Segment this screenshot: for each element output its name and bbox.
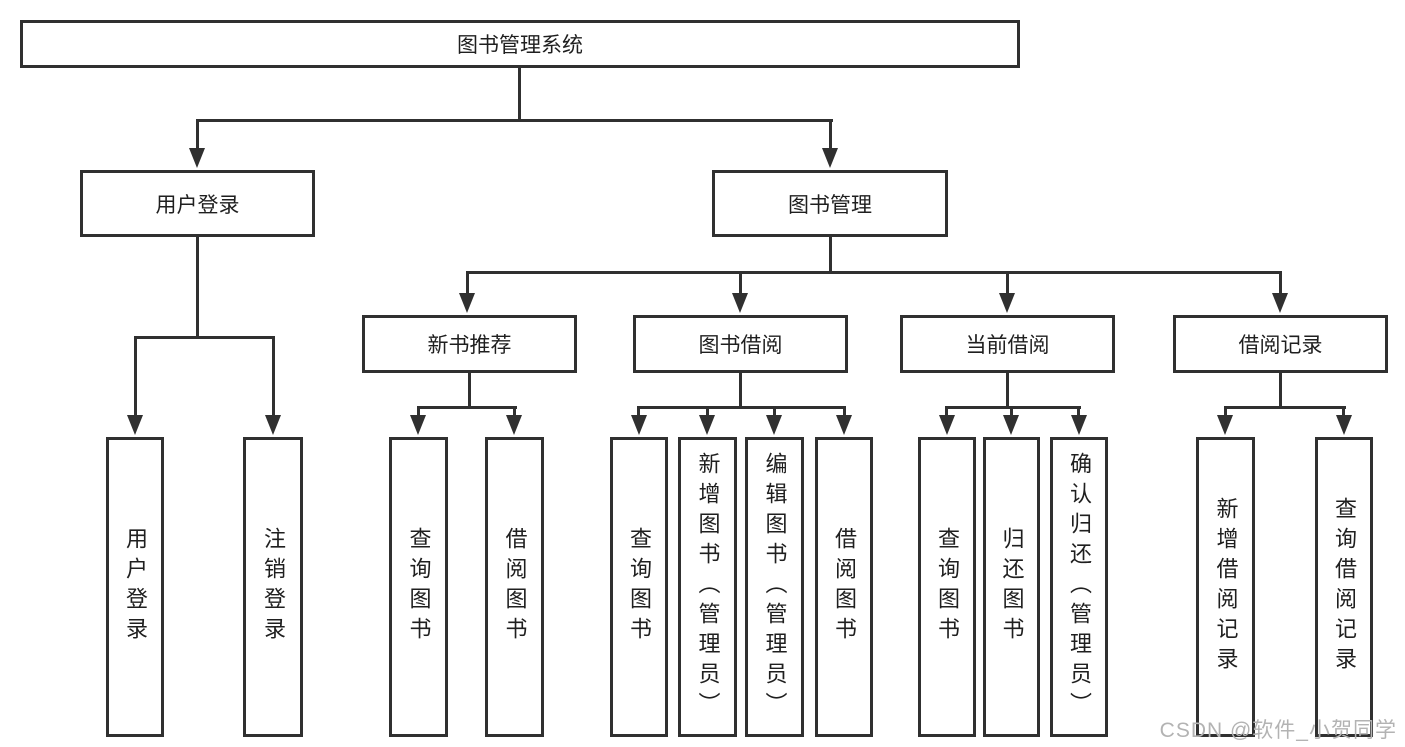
leaf-confirm-return-admin: 确认归还（管理员）: [1050, 437, 1108, 737]
connector-line: [134, 336, 275, 339]
connector-line: [417, 406, 420, 418]
node-label: 用户登录: [155, 193, 240, 217]
connector-line: [773, 406, 776, 418]
connector-line: [1342, 406, 1345, 418]
connector-arrowhead: [1272, 293, 1288, 313]
connector-line: [196, 237, 199, 339]
connector-line: [945, 406, 948, 418]
connector-line: [417, 406, 517, 409]
connector-line: [829, 237, 832, 274]
leaf-label: 新增图书（管理员）: [695, 452, 721, 722]
leaf-query-borrow-record: 查询借阅记录: [1315, 437, 1373, 737]
node-label: 图书管理系统: [457, 34, 583, 57]
connector-arrowhead: [265, 415, 281, 435]
connector-line: [945, 406, 1081, 409]
connector-line: [466, 271, 1282, 274]
connector-line: [739, 373, 742, 409]
connector-arrowhead: [1217, 415, 1233, 435]
leaf-label: 确认归还（管理员）: [1067, 452, 1092, 722]
node-current-borrow: 当前借阅: [900, 315, 1115, 373]
leaf-label: 借阅图书: [832, 527, 857, 647]
connector-line: [1006, 373, 1009, 409]
connector-arrowhead: [699, 415, 715, 435]
connector-line: [196, 119, 199, 151]
connector-line: [134, 336, 137, 418]
connector-arrowhead: [732, 293, 748, 313]
leaf-query-books: 查询图书: [610, 437, 668, 737]
connector-arrowhead: [631, 415, 647, 435]
leaf-label: 注销登录: [261, 527, 286, 647]
connector-arrowhead: [506, 415, 522, 435]
connector-arrowhead: [999, 293, 1015, 313]
connector-line: [843, 406, 846, 418]
connector-line: [1224, 406, 1346, 409]
node-label: 新书推荐: [427, 334, 512, 357]
leaf-edit-books-admin: 编辑图书（管理员）: [745, 437, 804, 737]
node-label: 图书管理: [788, 193, 872, 217]
leaf-label: 归还图书: [999, 527, 1025, 647]
connector-line: [518, 68, 521, 122]
node-library-management-system: 图书管理系统: [20, 20, 1020, 68]
connector-arrowhead: [1071, 415, 1087, 435]
connector-line: [1010, 406, 1013, 418]
connector-line: [706, 406, 709, 418]
connector-line: [1077, 406, 1080, 418]
leaf-logout: 注销登录: [243, 437, 303, 737]
node-label: 图书借阅: [698, 334, 783, 357]
connector-line: [637, 406, 640, 418]
connector-line: [829, 119, 832, 151]
leaf-user-login: 用户登录: [106, 437, 164, 737]
connector-arrowhead: [822, 148, 838, 168]
leaf-borrow-books: 借阅图书: [815, 437, 873, 737]
connector-line: [272, 336, 275, 418]
connector-line: [1006, 271, 1009, 296]
leaf-query-books: 查询图书: [918, 437, 976, 737]
connector-line: [466, 271, 469, 296]
connector-arrowhead: [459, 293, 475, 313]
csdn-watermark: CSDN @软件_小贺同学: [1159, 719, 1397, 742]
node-book-management: 图书管理: [712, 170, 948, 237]
connector-arrowhead: [189, 148, 205, 168]
connector-arrowhead: [127, 415, 143, 435]
leaf-label: 新增借阅记录: [1213, 497, 1239, 677]
connector-line: [1279, 271, 1282, 296]
connector-line: [468, 373, 471, 409]
node-label: 当前借阅: [965, 334, 1050, 357]
leaf-label: 查询借阅记录: [1332, 497, 1357, 677]
connector-line: [739, 271, 742, 296]
connector-arrowhead: [410, 415, 426, 435]
connector-arrowhead: [836, 415, 852, 435]
node-book-borrow: 图书借阅: [633, 315, 848, 373]
node-borrow-records: 借阅记录: [1173, 315, 1388, 373]
node-user-login: 用户登录: [80, 170, 315, 237]
leaf-label: 查询图书: [627, 527, 652, 647]
leaf-add-borrow-record: 新增借阅记录: [1196, 437, 1255, 737]
node-new-book-recommend: 新书推荐: [362, 315, 577, 373]
leaf-label: 用户登录: [123, 527, 148, 647]
connector-line: [513, 406, 516, 418]
connector-arrowhead: [1336, 415, 1352, 435]
leaf-label: 查询图书: [935, 527, 960, 647]
connector-line: [1224, 406, 1227, 418]
connector-arrowhead: [1003, 415, 1019, 435]
leaf-add-books-admin: 新增图书（管理员）: [678, 437, 737, 737]
leaf-borrow-books: 借阅图书: [485, 437, 544, 737]
connector-line: [196, 119, 833, 122]
leaf-label: 编辑图书（管理员）: [762, 452, 788, 722]
leaf-label: 查询图书: [406, 527, 432, 647]
connector-line: [1279, 373, 1282, 409]
connector-line: [637, 406, 846, 409]
connector-arrowhead: [766, 415, 782, 435]
leaf-label: 借阅图书: [502, 527, 528, 647]
leaf-query-books: 查询图书: [389, 437, 448, 737]
leaf-return-books: 归还图书: [983, 437, 1040, 737]
connector-arrowhead: [939, 415, 955, 435]
node-label: 借阅记录: [1238, 334, 1323, 357]
